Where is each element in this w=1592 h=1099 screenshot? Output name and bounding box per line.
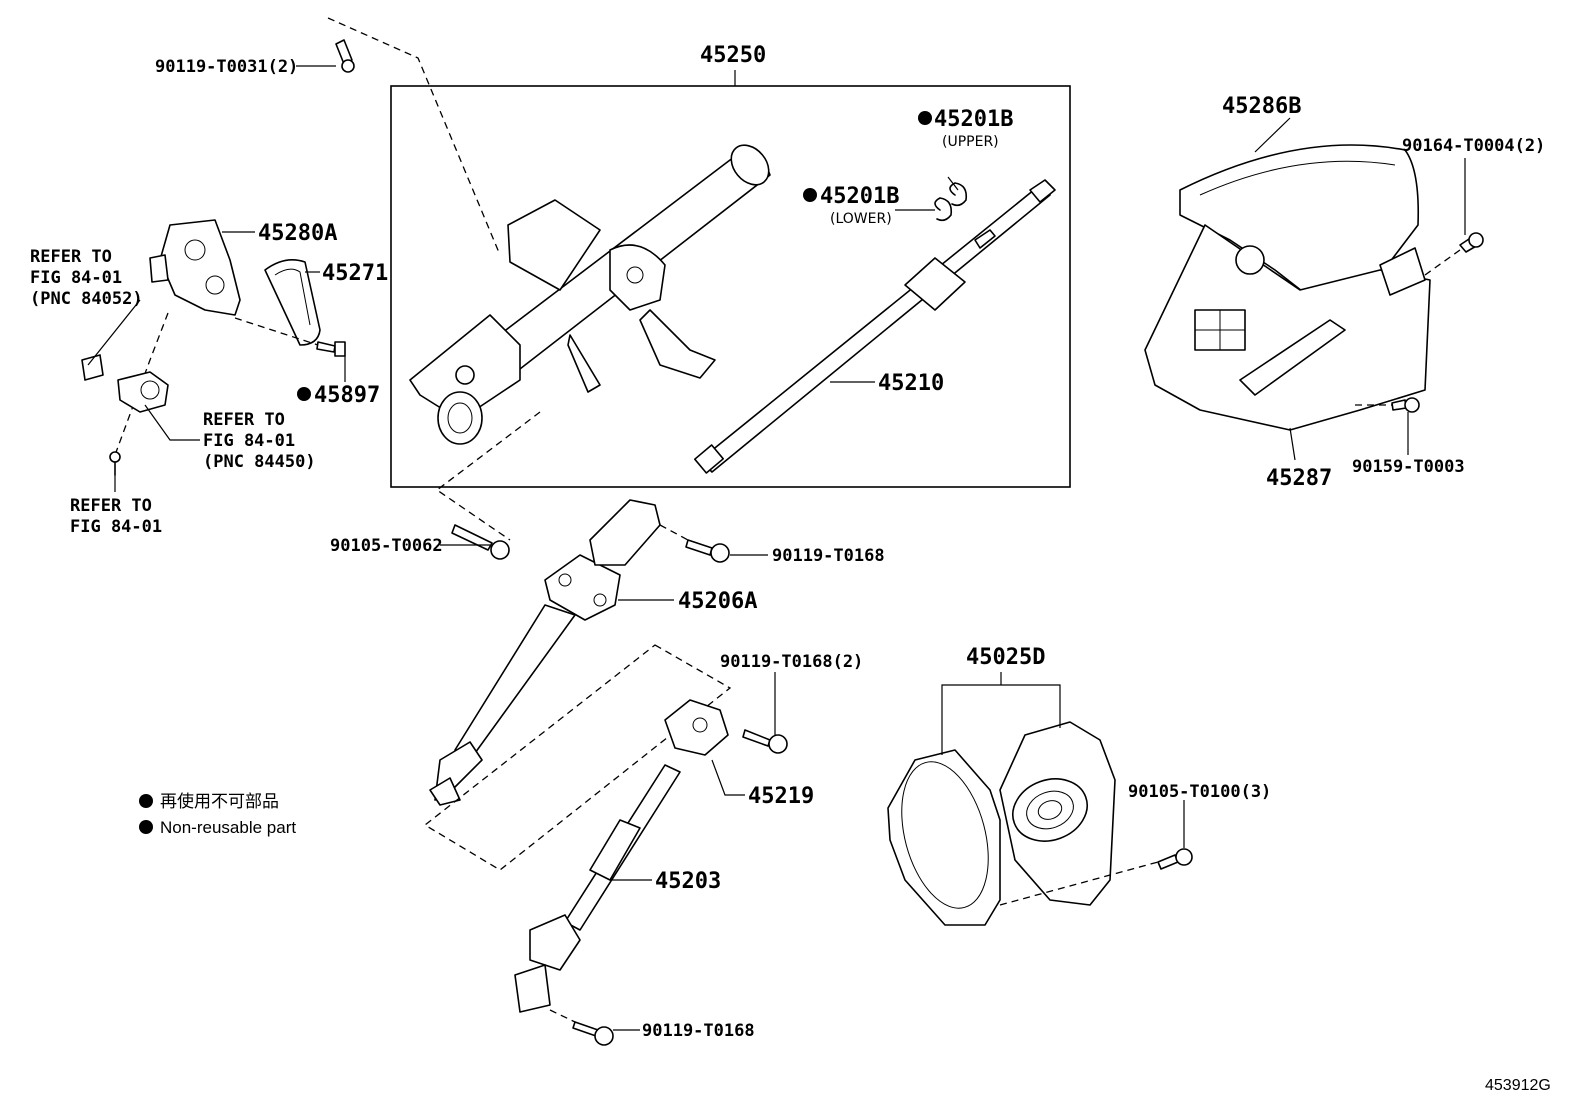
lower-shaft-45203 [514,764,681,1013]
label-refer2-a: REFER TO [203,410,285,430]
label-refer3-a: REFER TO [70,496,152,516]
label-refer2-c: (PNC 84450) [203,452,316,472]
label-refer2-b: FIG 84-01 [203,431,295,451]
non-reusable-marker-45897 [297,387,311,401]
screw-90159-t0003 [1391,397,1420,413]
grommet-group-bracket [941,672,1061,755]
bolt-90119-t0168-a [685,539,730,563]
label-lower: (LOWER) [830,211,892,227]
bolt-90119-t0031 [335,39,355,73]
label-45271: 45271 [322,261,388,286]
bolt-90119-t0168-b [572,1021,614,1046]
label-90119-t0168-b: 90119-T0168 [642,1021,755,1041]
label-45219: 45219 [748,784,814,809]
universal-joint-45206a [429,499,661,806]
label-45210: 45210 [878,371,944,396]
bolt-90105-t0062 [451,524,510,560]
label-45250: 45250 [700,43,766,68]
lower-shaft-dashed-box [423,644,732,871]
label-45206a: 45206A [678,589,757,614]
label-45203: 45203 [655,869,721,894]
label-refer1-c: (PNC 84052) [30,289,143,309]
left-dashed-guide-b [234,317,319,346]
column-tube [409,144,771,445]
label-upper: (UPPER) [942,134,999,150]
label-90119-t0168-a: 90119-T0168 [772,546,885,566]
bolt-90105-t0100 [1157,848,1193,870]
label-90159-t0003: 90159-T0003 [1352,457,1465,477]
label-45280a: 45280A [258,221,337,246]
label-90105-t0100: 90105-T0100(3) [1128,782,1271,802]
dashed-guide-bottom [549,1009,576,1023]
cover-lower-45287 [1144,224,1431,431]
left-dashed-guide-a [114,312,169,456]
bracket-45280a [149,219,241,316]
legend-en-text: Non-reusable part [160,818,296,837]
bolt-90119-t0168-pair [742,729,788,754]
label-90119-t0031: 90119-T0031(2) [155,57,298,77]
label-45201b-lower: 45201B [820,184,899,209]
column-assembly-frame [390,70,1071,488]
bolt-45897 [316,341,346,357]
label-45201b-upper: 45201B [934,107,1013,132]
switch-84450 [117,371,169,413]
label-90164-t0004: 90164-T0004(2) [1402,136,1545,156]
label-90105-t0062: 90105-T0062 [330,536,443,556]
snap-ring-upper [949,182,968,207]
bolt-dashed-guide [327,17,541,541]
dashed-guide-90164 [1424,249,1461,276]
label-45287: 45287 [1266,466,1332,491]
label-45025d: 45025D [966,645,1045,670]
legend-marker-en [139,820,153,834]
label-45897: 45897 [314,383,380,408]
label-refer1-a: REFER TO [30,247,112,267]
label-refer3-b: FIG 84-01 [70,517,162,537]
screw-90164-t0004 [1459,232,1484,253]
legend-marker-jp [139,794,153,808]
legend-jp-text: 再使用不可部品 [160,791,279,811]
label-90119-t0168-2: 90119-T0168(2) [720,652,863,672]
dashed-guide-joint [659,524,689,541]
figure-code: 453912G [1485,1077,1551,1094]
snap-ring-lower [934,197,953,222]
cover-45271 [264,259,321,346]
main-shaft-45210 [693,179,1056,474]
leader-lines [87,65,1466,1031]
coupling-45219 [664,699,729,756]
non-reusable-marker-lower [803,188,817,202]
screw-84-01 [109,451,121,476]
label-refer1-b: FIG 84-01 [30,268,122,288]
grommet-45025d [887,721,1116,926]
label-45286b: 45286B [1222,94,1301,119]
dashed-guide-grommet [999,861,1159,906]
non-reusable-marker-upper [918,111,932,125]
cover-upper-45286b [1179,144,1420,306]
